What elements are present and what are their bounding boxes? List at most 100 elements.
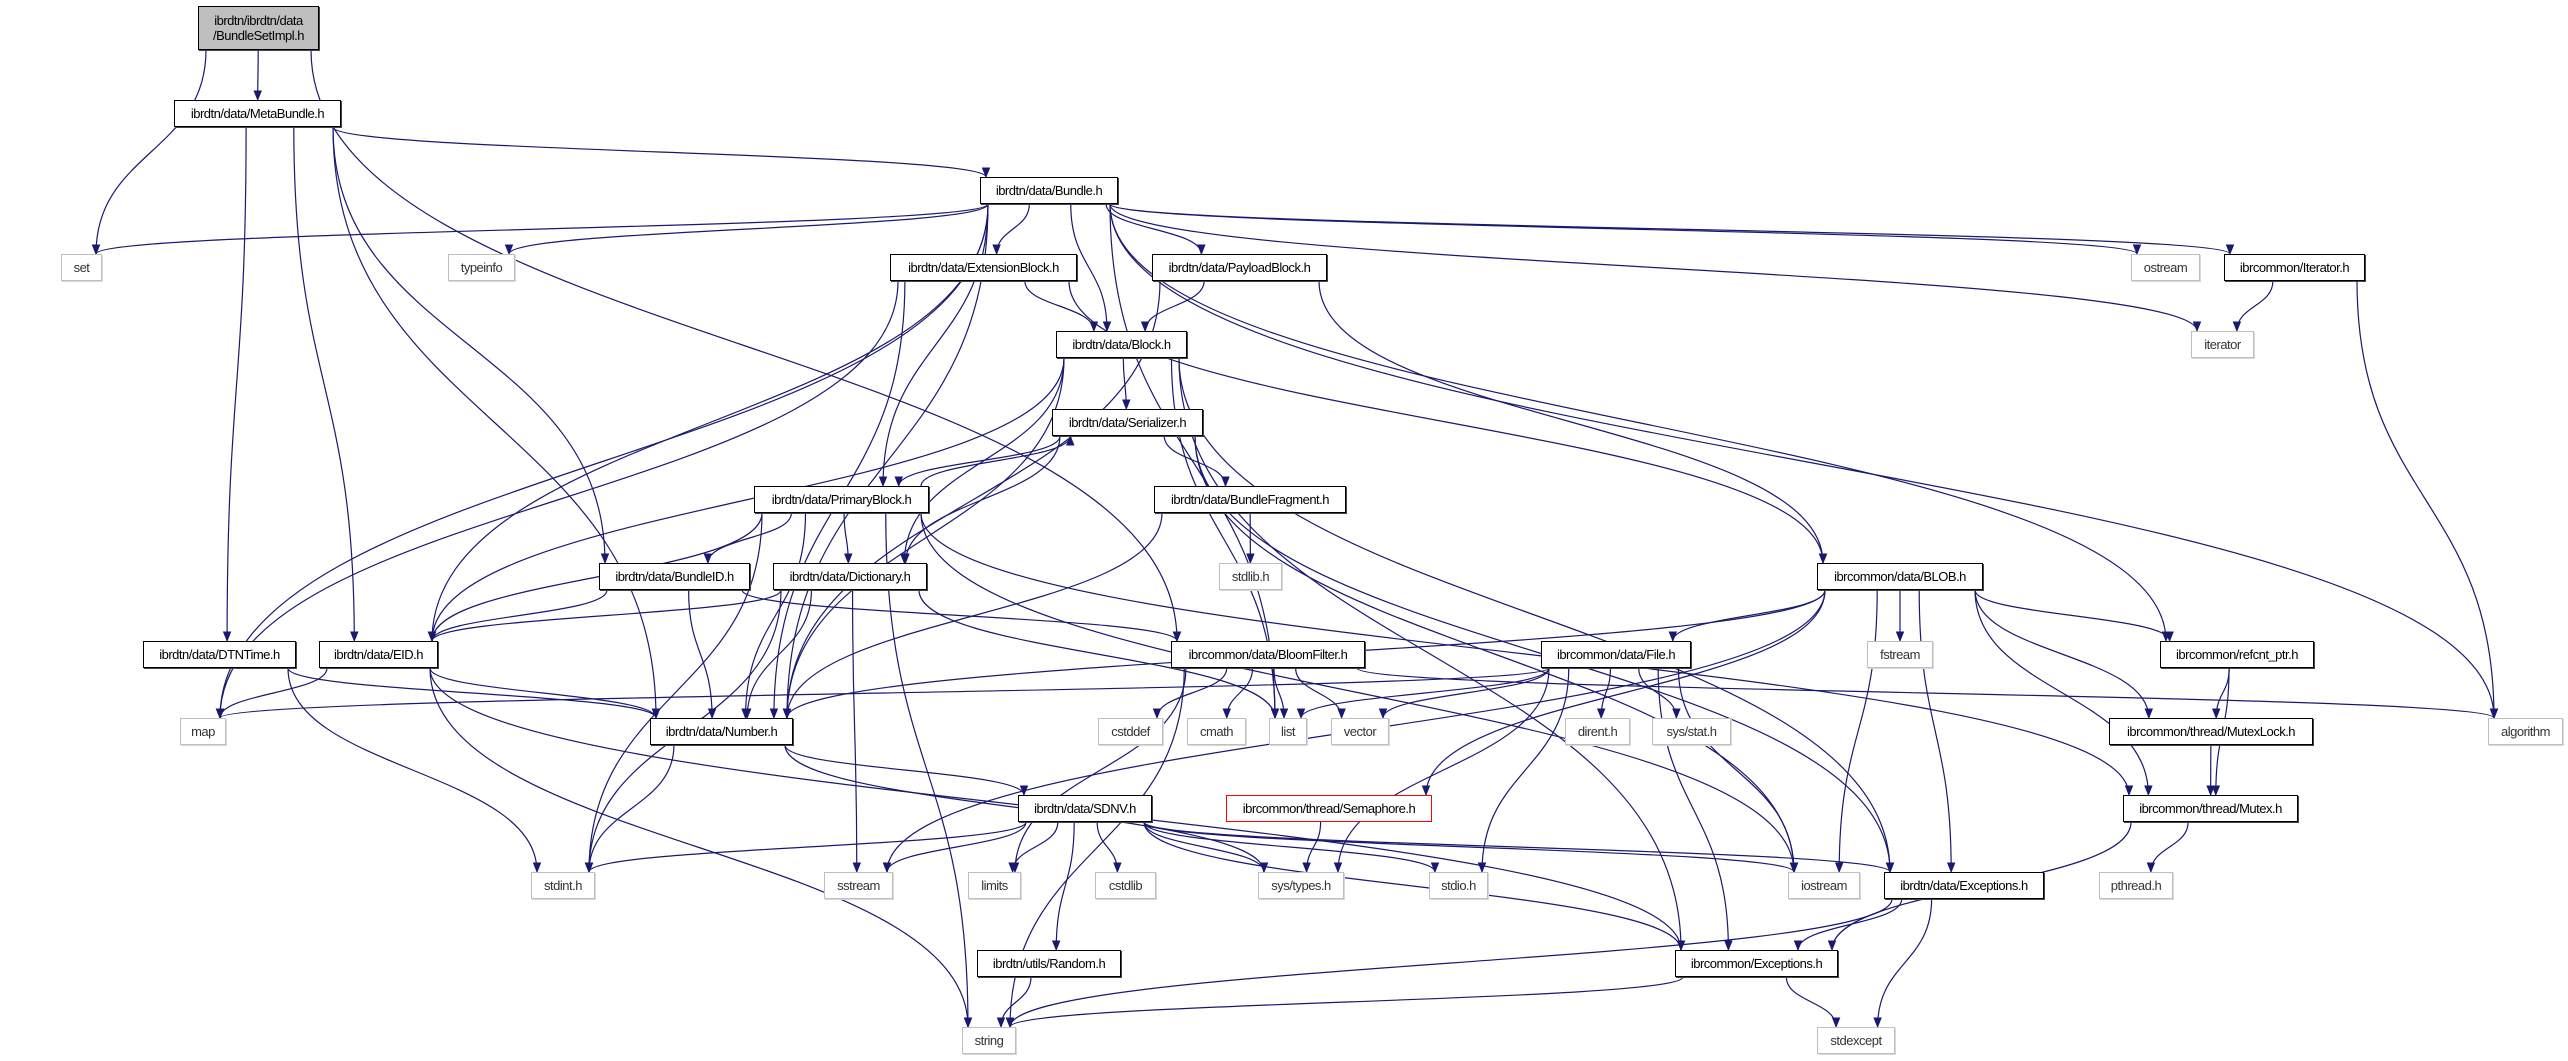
edge-bloom-to-vector	[1295, 667, 1346, 720]
edge-sdnv-to-cstdlib	[1096, 821, 1122, 874]
graph-node-pthread[interactable]: pthread.h	[2099, 872, 2173, 899]
edge-bundle-to-block	[1070, 203, 1112, 333]
edge-dictionary-to-list	[918, 589, 1280, 720]
graph-node-bundle[interactable]: ibrdtn/data/Bundle.h	[980, 177, 1118, 204]
graph-node-fragment[interactable]: ibrdtn/data/BundleFragment.h	[1154, 486, 1346, 513]
graph-node-stdio[interactable]: stdio.h	[1429, 872, 1488, 899]
graph-node-mutex[interactable]: ibrcommon/thread/Mutex.h	[2123, 795, 2298, 822]
graph-node-vector[interactable]: vector	[1331, 718, 1389, 745]
graph-node-sstream[interactable]: sstream	[824, 872, 893, 899]
edge-iteratorh-to-iterator	[2232, 280, 2274, 333]
edge-bundle-to-primary	[878, 203, 989, 488]
graph-node-limits[interactable]: limits	[968, 872, 1021, 899]
graph-node-mutexlock[interactable]: ibrcommon/thread/MutexLock.h	[2109, 718, 2313, 745]
edge-bundle-to-set	[92, 203, 989, 256]
edge-primary-to-string	[885, 512, 973, 1029]
graph-node-serializer[interactable]: ibrdtn/data/Serializer.h	[1052, 409, 1203, 436]
edge-bundle-to-eid	[427, 203, 989, 643]
graph-node-iostream[interactable]: iostream	[1788, 872, 1860, 899]
graph-node-map[interactable]: map	[180, 718, 226, 745]
edge-blob-to-mutexlock	[1974, 589, 2154, 720]
edge-dtnexc-to-comexc	[1793, 898, 1903, 952]
edge-blob-to-refcnt	[1974, 589, 2174, 643]
edge-payload-to-number	[782, 280, 1161, 720]
graph-node-block[interactable]: ibrdtn/data/Block.h	[1056, 331, 1187, 358]
edge-bundle-to-typeinfo	[504, 203, 989, 256]
edge-sdnv-to-stdint	[584, 821, 1027, 874]
graph-node-dtnexc[interactable]: ibrdtn/data/Exceptions.h	[1884, 872, 2044, 899]
graph-node-extblock[interactable]: ibrdtn/data/ExtensionBlock.h	[890, 254, 1077, 281]
edge-payload-to-block	[1140, 280, 1205, 333]
graph-node-cstddef[interactable]: cstddef	[1098, 718, 1163, 745]
graph-node-iterator[interactable]: iterator	[2191, 331, 2254, 358]
edge-metabundle-to-eid	[293, 126, 359, 643]
graph-node-dtntime[interactable]: ibrdtn/data/DTNTime.h	[143, 641, 296, 668]
graph-node-stdint[interactable]: stdint.h	[531, 872, 595, 899]
edge-file-to-sysstat	[1638, 667, 1681, 720]
graph-node-stdexcept[interactable]: stdexcept	[1817, 1027, 1895, 1054]
edge-eid-to-string	[429, 667, 973, 1029]
graph-node-algorithm[interactable]: algorithm	[2488, 718, 2563, 745]
edge-blob-to-mutex	[1974, 589, 2153, 797]
edge-serializer-to-iostream	[1194, 435, 1799, 874]
graph-node-payload[interactable]: ibrdtn/data/PayloadBlock.h	[1152, 254, 1327, 281]
edge-primary-to-stdint	[584, 512, 763, 874]
edge-block-to-number	[782, 357, 1065, 720]
graph-node-number[interactable]: ibrdtn/data/Number.h	[650, 718, 793, 745]
edge-primary-to-iostream	[920, 512, 1799, 874]
edge-primary-to-dictionary	[843, 512, 853, 565]
graph-node-fstream[interactable]: fstream	[1867, 641, 1933, 668]
graph-node-semaphore[interactable]: ibrcommon/thread/Semaphore.h	[1226, 795, 1432, 822]
graph-node-list[interactable]: list	[1269, 718, 1307, 745]
edge-bundleid-to-number	[688, 589, 717, 720]
edge-root-to-metabundle	[253, 49, 263, 102]
graph-node-string[interactable]: string	[962, 1027, 1016, 1054]
graph-node-bundleid[interactable]: ibrdtn/data/BundleID.h	[599, 563, 750, 590]
graph-node-iteratorh[interactable]: ibrcommon/Iterator.h	[2224, 254, 2365, 281]
graph-node-typeinfo[interactable]: typeinfo	[448, 254, 515, 281]
graph-node-set[interactable]: set	[61, 254, 102, 281]
edge-metabundle-to-number	[332, 126, 661, 720]
graph-node-dictionary[interactable]: ibrdtn/data/Dictionary.h	[773, 563, 927, 590]
edge-file-to-list	[1296, 667, 1550, 720]
graph-node-dirent[interactable]: dirent.h	[1565, 718, 1630, 745]
edge-sdnv-to-random	[1051, 821, 1075, 952]
graph-node-sdnv[interactable]: ibrdtn/data/SDNV.h	[1018, 795, 1152, 822]
graph-node-cmath[interactable]: cmath	[1187, 718, 1246, 745]
graph-node-cstdlib[interactable]: cstdlib	[1095, 872, 1156, 899]
edge-dictionary-to-eid	[427, 589, 782, 643]
edge-sdnv-to-iostream	[1143, 821, 1799, 874]
edge-bundle-to-refcnt	[1109, 203, 2171, 643]
graph-node-systypes[interactable]: sys/types.h	[1258, 872, 1344, 899]
edge-bundle-to-extblock	[992, 203, 1030, 256]
graph-node-comexc[interactable]: ibrcommon/Exceptions.h	[1675, 950, 1838, 977]
graph-node-random[interactable]: ibrdtn/utils/Random.h	[977, 950, 1121, 977]
edge-file-to-iostream	[1677, 667, 1799, 874]
edge-metabundle-to-bundleid	[332, 126, 610, 565]
edge-bundle-to-list	[1109, 203, 1280, 720]
edge-bundle-to-algorithm	[1109, 203, 2499, 720]
graph-node-stdlib[interactable]: stdlib.h	[1219, 563, 1282, 590]
graph-node-primary[interactable]: ibrdtn/data/PrimaryBlock.h	[754, 486, 929, 513]
edge-block-to-eid	[427, 357, 1065, 643]
graph-node-sysstat[interactable]: sys/stat.h	[1652, 718, 1731, 745]
edge-primary-to-bundleid	[703, 512, 792, 565]
edge-root-to-bloom	[310, 49, 1182, 643]
edge-number-to-stdint	[584, 744, 675, 874]
graph-node-metabundle[interactable]: ibrdtn/data/MetaBundle.h	[174, 100, 341, 127]
edge-sdnv-to-limits	[1008, 821, 1059, 874]
graph-node-ostream[interactable]: ostream	[2131, 254, 2200, 281]
edge-sdnv-to-comexc	[1143, 821, 1686, 952]
edge-random-to-string	[996, 976, 1032, 1029]
graph-node-blob[interactable]: ibrcommon/data/BLOB.h	[1817, 563, 1983, 590]
edge-primary-to-serializer	[920, 434, 1075, 487]
edge-iteratorh-to-algorithm	[2356, 280, 2499, 720]
graph-node-file[interactable]: ibrcommon/data/File.h	[1541, 641, 1691, 668]
graph-node-refcnt[interactable]: ibrcommon/refcnt_ptr.h	[2160, 641, 2314, 668]
graph-node-eid[interactable]: ibrdtn/data/EID.h	[319, 641, 438, 668]
edge-file-to-dirent	[1596, 667, 1612, 720]
graph-node-root[interactable]: ibrdtn/ibrdtn/data /BundleSetImpl.h	[198, 6, 319, 50]
edge-blob-to-file	[1668, 589, 1826, 643]
graph-node-bloom[interactable]: ibrcommon/data/BloomFilter.h	[1171, 641, 1365, 668]
